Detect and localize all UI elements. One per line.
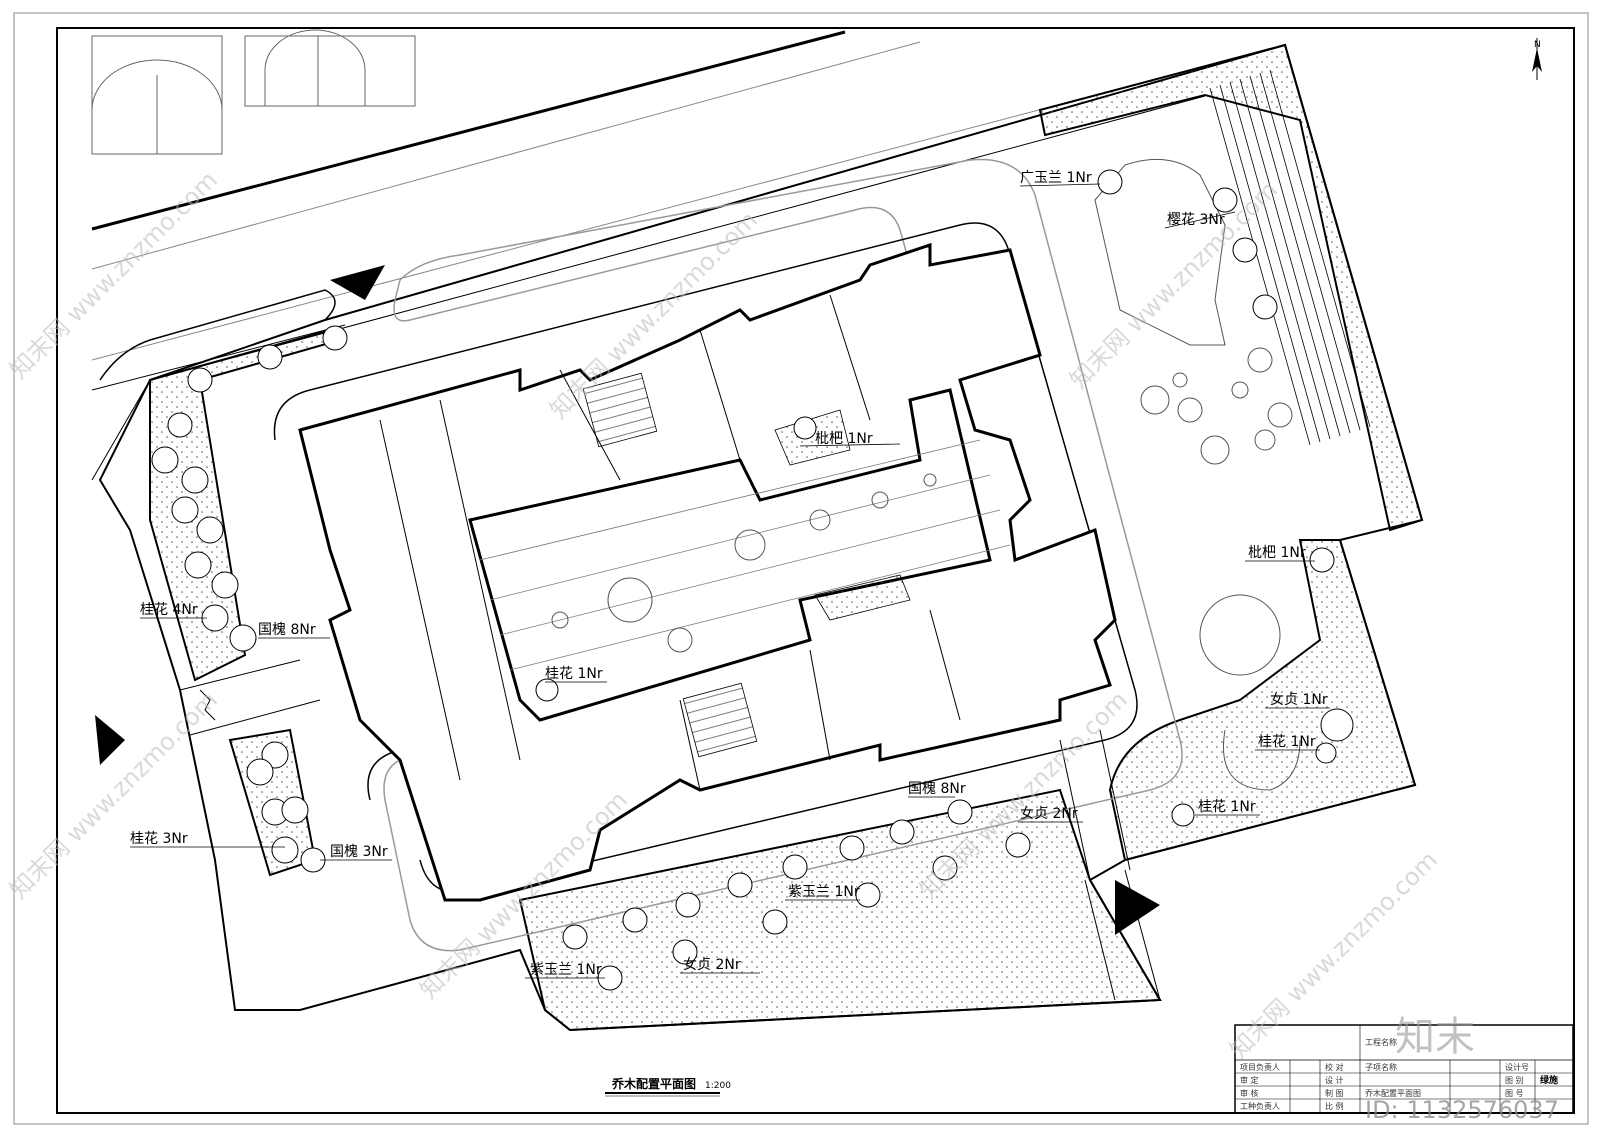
tree-icon: [322, 325, 348, 351]
tb-drawing-no: 图 别: [1505, 1076, 1524, 1085]
tree-icon: [1171, 803, 1195, 827]
watermark-logo: 知末: [1395, 1014, 1475, 1060]
tree-icon: [947, 799, 973, 825]
tree-icon: [187, 367, 213, 393]
tree-label: 女贞 1Nr: [1270, 691, 1328, 708]
road-crossing: [179, 659, 1161, 1001]
entrance-arrows: [95, 265, 1160, 935]
tree-icon: [562, 924, 588, 950]
school-building: [298, 242, 1117, 902]
watermark-text: 知末网 www.znzmo.com: [4, 686, 222, 904]
tree-icon: [855, 882, 881, 908]
tree-label: 桂花 4Nr: [140, 602, 198, 618]
tree-label: 枇杷 1Nr: [1248, 545, 1306, 561]
tree-label: 紫玉兰 1Nr: [788, 884, 860, 900]
tree-icon: [261, 741, 289, 769]
tb-sub-item: 子项名称: [1365, 1062, 1397, 1072]
tree-label: 桂花 1Nr: [1198, 799, 1256, 815]
tree-label: 桂花 1Nr: [1258, 734, 1316, 750]
tree-icon: [151, 446, 179, 474]
tree-icon: [1232, 237, 1258, 263]
title-block: [1234, 1024, 1574, 1114]
tree-label: 紫玉兰 1Nr: [530, 962, 602, 978]
title-block-text: 项目负责人 审 定 审 核 工种负责人 校 对 设 计 制 图 比 例 工程名称…: [1240, 1037, 1558, 1111]
tree-icon: [1315, 742, 1337, 764]
tree-icon: [727, 872, 753, 898]
tree-label: 桂花 3Nr: [130, 831, 188, 847]
entrance-arrow-icon: [330, 265, 385, 300]
watermark-id: ID: 1132576037: [1365, 1096, 1559, 1124]
leader-lines: [130, 183, 1330, 979]
tree-label: 枇杷 1Nr: [815, 431, 873, 447]
tree-icon: [271, 836, 299, 864]
tree-icon: [1005, 832, 1031, 858]
tb-category: 绿施: [1540, 1074, 1558, 1086]
tree-icon: [762, 909, 788, 935]
tb-design: 设 计: [1325, 1075, 1344, 1085]
tb-project-name: 工程名称: [1365, 1037, 1397, 1047]
tb-project-owner: 项目负责人: [1240, 1062, 1280, 1072]
tree-label: 女贞 2Nr: [1020, 805, 1078, 822]
tree-symbols: [151, 169, 1354, 991]
tree-icon: [839, 835, 865, 861]
outer-frame: [13, 12, 1589, 1125]
tree-icon: [1097, 169, 1123, 195]
planting-beds: [149, 43, 1424, 1032]
tree-icon: [184, 551, 212, 579]
tb-sheet-title: 乔木配置平面图: [1365, 1088, 1421, 1098]
tb-draw: 制 图: [1325, 1088, 1344, 1098]
entrance-arrow-icon: [95, 715, 125, 765]
tree-label: 桂花 1Nr: [545, 666, 603, 682]
tree-icon: [672, 939, 698, 965]
tb-ratio: 比 例: [1325, 1101, 1344, 1111]
tree-icon: [246, 758, 274, 786]
tree-icon: [622, 907, 648, 933]
tree-icon: [535, 678, 559, 702]
tree-icon: [171, 496, 199, 524]
sports-courts: [91, 29, 416, 155]
tree-label: 广玉兰 1Nr: [1020, 170, 1092, 186]
tree-icon: [257, 344, 283, 370]
drawing-title: 乔木配置平面图 1:200: [605, 1076, 731, 1097]
tree-icon: [1309, 547, 1335, 573]
entrance-arrow-icon: [1115, 880, 1160, 935]
tree-icon: [1320, 708, 1354, 742]
tree-icon: [793, 416, 817, 440]
tb-approve: 审 定: [1240, 1075, 1259, 1085]
inner-frame: [56, 27, 1575, 1114]
tree-icon: [211, 571, 239, 599]
tree-labels: 广玉兰 1Nr 樱花 3Nr 枇杷 1Nr 桂花 4Nr 国槐 8Nr 桂花 1…: [130, 170, 1328, 978]
tree-icon: [932, 855, 958, 881]
tb-check: 校 对: [1325, 1062, 1344, 1072]
tree-icon: [281, 796, 309, 824]
tree-label: 女贞 2Nr: [683, 956, 741, 973]
drawing-scale: 1:200: [705, 1081, 731, 1091]
north-arrow-icon: N: [1532, 38, 1542, 80]
drawing-title-text: 乔木配置平面图: [611, 1076, 696, 1091]
tree-icon: [675, 892, 701, 918]
tree-icon: [1252, 294, 1278, 320]
tree-icon: [889, 819, 915, 845]
tree-label: 国槐 8Nr: [908, 781, 966, 797]
tb-professional-owner: 工种负责人: [1240, 1101, 1280, 1111]
courtyard-circles: [1140, 347, 1301, 791]
svg-text:N: N: [1534, 40, 1541, 50]
tree-icon: [782, 854, 808, 880]
tree-icon: [229, 624, 257, 652]
tb-design-no: 设计号: [1505, 1062, 1529, 1072]
tree-icon: [196, 516, 224, 544]
tree-icon: [181, 466, 209, 494]
tree-label: 国槐 3Nr: [330, 844, 388, 860]
tb-sheet-no: 图 号: [1505, 1089, 1524, 1098]
watermark-text: 知末网 www.znzmo.com: [4, 166, 222, 384]
tree-icon: [1212, 187, 1238, 213]
tree-label: 樱花 3Nr: [1167, 211, 1225, 228]
running-track: [1209, 69, 1371, 446]
tree-icon: [167, 412, 193, 438]
tree-label: 国槐 8Nr: [258, 622, 316, 638]
tb-review: 审 核: [1240, 1088, 1259, 1098]
